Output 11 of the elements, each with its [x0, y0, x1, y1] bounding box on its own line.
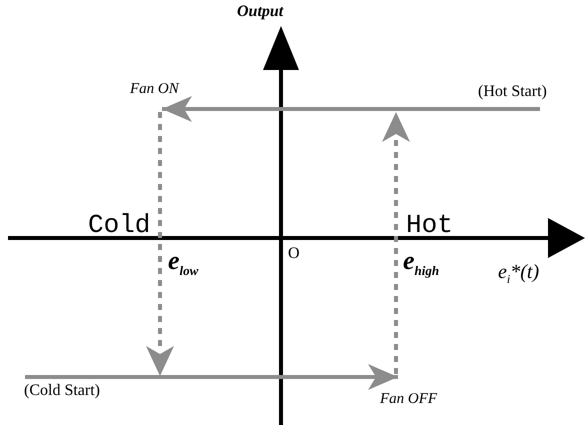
state-label: Fan ON — [130, 82, 179, 97]
region-label: Hot — [406, 212, 453, 238]
origin-label: O — [288, 246, 300, 262]
state-label: Fan OFF — [380, 392, 438, 407]
threshold-label: e$_{low}$ — [168, 248, 198, 278]
axis-label: e$_{i}$*(t) — [498, 262, 540, 285]
threshold-label: e$_{high}$ — [403, 248, 440, 278]
start-label: (Cold Start) — [24, 383, 100, 399]
start-label: (Hot Start) — [478, 84, 547, 100]
axis-label: Output — [237, 4, 284, 20]
region-label: Cold — [88, 212, 150, 238]
